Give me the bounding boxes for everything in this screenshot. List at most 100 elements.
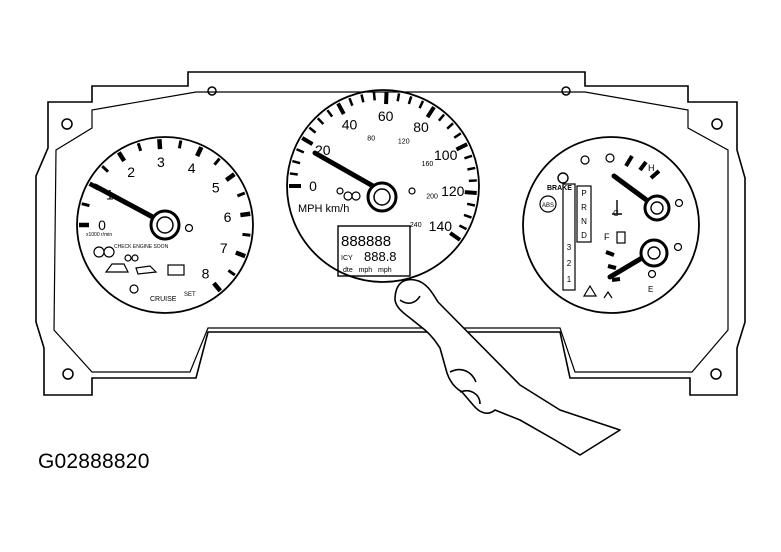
seatbelt-icon <box>130 285 138 293</box>
low-fuel-icon <box>604 292 612 298</box>
fuel-full-label: F <box>604 232 610 242</box>
speed-mph-number: 60 <box>378 108 394 124</box>
speed-tick <box>398 93 399 101</box>
speed-kmh-number: 160 <box>422 161 434 168</box>
speed-tick <box>374 92 375 100</box>
speed-tick <box>296 149 303 152</box>
icy-label: ICY <box>341 255 353 262</box>
gear-label: 1 <box>567 275 572 284</box>
airbag-icon <box>581 156 589 164</box>
fuel-empty-label: E <box>648 285 653 294</box>
gear-label: N <box>581 217 587 226</box>
speed-mph-number: 100 <box>434 147 458 163</box>
speed-tick <box>465 192 477 193</box>
speed-mph-number: 140 <box>429 218 453 234</box>
gear-label: 3 <box>567 243 572 252</box>
check-gauge-icon <box>584 286 596 296</box>
speed-mph-number: 0 <box>309 178 317 194</box>
tachometer: 012345678 x1000 r/min CHECK ENGINE SOON … <box>77 137 253 313</box>
tach-tick <box>197 147 201 156</box>
speed-tick <box>309 128 315 133</box>
tach-tick <box>237 193 244 196</box>
tach-number: 2 <box>127 164 135 180</box>
speed-tick <box>362 94 364 102</box>
speed-tick <box>427 107 434 117</box>
speed-tick <box>338 103 344 114</box>
speed-mph-number: 120 <box>441 183 465 199</box>
speed-tick <box>454 133 461 137</box>
tach-tick <box>236 253 245 257</box>
tach-tick <box>159 139 160 149</box>
speed-kmh-number: 240 <box>410 222 422 229</box>
oil-pressure-icon <box>136 266 156 274</box>
tach-number: 5 <box>212 180 220 196</box>
brake-warning-icon <box>558 173 568 183</box>
speed-tick <box>467 168 475 170</box>
gear-label: D <box>581 231 587 240</box>
tach-tick <box>119 152 124 160</box>
speed-tick <box>464 215 472 218</box>
tach-number: 7 <box>220 240 228 256</box>
speed-mph-number: 40 <box>342 117 358 133</box>
tach-tick <box>228 270 235 275</box>
tach-tick <box>214 283 220 291</box>
fog-lamp-icon <box>94 247 114 257</box>
speed-kmh-number: 120 <box>398 139 410 146</box>
odometer-digits: 888888 <box>341 233 391 250</box>
speed-kmh-number: 200 <box>426 193 438 200</box>
speed-tick <box>420 101 423 108</box>
speed-tick <box>439 115 444 121</box>
tach-tick <box>102 166 108 171</box>
speed-tick <box>292 161 300 163</box>
abs-label: ABS <box>542 203 554 209</box>
tachometer-hub <box>151 211 179 239</box>
trip-reset-icon <box>409 188 415 194</box>
speedometer-hub <box>368 183 396 211</box>
speed-tick <box>327 110 332 116</box>
speedometer-needle <box>315 153 380 190</box>
speed-tick <box>459 225 466 229</box>
tach-number: 3 <box>157 154 165 170</box>
tach-reset-icon <box>186 225 193 232</box>
speed-tick <box>467 204 475 206</box>
display-units: dte mph mph <box>343 267 392 274</box>
fuel-pump-icon <box>617 232 625 243</box>
speed-tick <box>349 98 352 105</box>
tach-unit-label: x1000 r/min <box>86 232 112 238</box>
temperature-hub <box>645 196 669 220</box>
speed-mph-number: 80 <box>413 119 429 135</box>
speed-tick <box>318 118 324 124</box>
speed-tick <box>447 123 453 128</box>
tach-tick <box>82 204 90 206</box>
tach-tick <box>240 214 250 215</box>
brake-label: BRAKE <box>547 185 572 192</box>
fuel-hub <box>641 240 667 266</box>
gear-label: R <box>581 203 587 212</box>
temperature-hot-label: H <box>648 163 655 173</box>
tach-number: 6 <box>224 209 232 225</box>
figure-id: G02888820 <box>38 450 150 474</box>
warning-lights-tach <box>94 247 184 293</box>
speed-tick <box>409 96 411 104</box>
door-ajar-icon <box>106 264 128 272</box>
speed-unit-label: MPH km/h <box>298 203 349 215</box>
gear-label: 2 <box>567 259 572 268</box>
tach-number: 8 <box>202 265 210 281</box>
tach-number: 4 <box>188 160 196 176</box>
cruise-label: CRUISE <box>150 296 177 303</box>
speed-tick <box>290 173 298 174</box>
pointing-hand <box>395 280 620 455</box>
speed-tick <box>302 138 312 144</box>
tach-tick <box>138 143 140 151</box>
tach-check-engine-label: CHECK ENGINE SOON <box>114 244 169 250</box>
speed-kmh-number: 80 <box>367 135 375 142</box>
tach-tick <box>214 159 219 165</box>
turn-signal-icon <box>125 255 138 261</box>
tach-tick <box>242 234 250 235</box>
gear-label: P <box>581 189 586 198</box>
set-label: SET <box>184 292 196 298</box>
